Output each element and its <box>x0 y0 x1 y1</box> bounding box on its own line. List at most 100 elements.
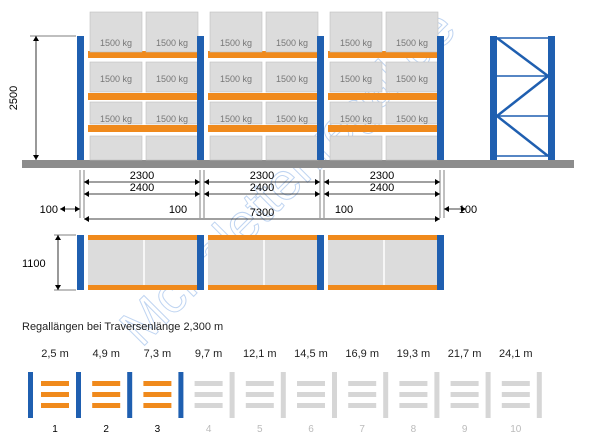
length-icon-upright <box>28 372 33 418</box>
caption: Regallängen bei Traversenlänge 2,300 m <box>22 321 224 333</box>
pallet-load <box>89 101 143 125</box>
length-option-number: 10 <box>510 424 522 435</box>
end-gap-label-mid2: 100 <box>335 204 353 216</box>
depth-arrow-bottom <box>55 285 61 290</box>
length-option-label: 19,3 m <box>397 348 431 360</box>
pallet-weight-label: 1500 kg <box>340 114 372 124</box>
beam <box>88 125 200 132</box>
length-icon-beam <box>501 392 530 397</box>
length-option-number: 3 <box>155 424 161 435</box>
plan-upright <box>77 235 84 290</box>
pallet-weight-label: 1500 kg <box>156 74 188 84</box>
length-icon-beam <box>450 392 479 397</box>
beam <box>328 93 440 100</box>
pallet-weight-label: 1500 kg <box>156 38 188 48</box>
pallet-weight-label: 1500 kg <box>220 74 252 84</box>
length-icon-beam <box>501 381 530 386</box>
length-icon-upright <box>76 372 81 418</box>
length-icon-beam <box>41 403 69 408</box>
total-length-dim-arrow-right <box>435 216 440 222</box>
length-option-label: 14,5 m <box>294 348 328 360</box>
length-icon-beam <box>194 403 223 408</box>
length-option-label: 21,7 m <box>448 348 482 360</box>
bay-width-dim-label: 2400 <box>130 182 154 194</box>
pallet-load <box>209 11 263 53</box>
length-icon-upright <box>536 372 542 418</box>
length-icon-beam <box>194 392 223 397</box>
beam-length-dim-label: 2300 <box>370 170 394 182</box>
length-option-label: 2,5 m <box>41 348 69 360</box>
end-gap-dim-left-arrow-left <box>60 206 65 212</box>
beam <box>328 51 440 58</box>
end-gap-dim-right-arrow-right <box>461 206 466 212</box>
length-icon-beam <box>194 381 223 386</box>
height-arrow-bottom <box>33 155 39 160</box>
length-icon-beam <box>143 381 172 386</box>
length-icon-beam <box>297 392 325 397</box>
pallet-load <box>385 135 439 161</box>
pallet-load <box>265 61 319 93</box>
length-option-label: 4,9 m <box>92 348 120 360</box>
pallet-weight-label: 1500 kg <box>276 114 308 124</box>
bay-width-dim-arrow-right <box>435 191 440 197</box>
length-icon-beam <box>92 381 121 386</box>
pallet-load <box>145 135 199 161</box>
length-icon-upright <box>280 372 286 418</box>
pallet-weight-label: 1500 kg <box>100 74 132 84</box>
length-icon-beam <box>399 403 428 408</box>
end-gap-dim-right-arrow-left <box>444 206 449 212</box>
end-gap-label-right: 100 <box>459 204 477 216</box>
floor-slab <box>22 160 574 168</box>
beam <box>208 51 320 58</box>
length-option-label: 12,1 m <box>243 348 277 360</box>
beam <box>208 125 320 132</box>
length-icon-beam <box>245 403 274 408</box>
pallet-load <box>385 11 439 53</box>
side-frame-brace <box>496 115 549 157</box>
length-option-label: 16,9 m <box>345 348 379 360</box>
length-icon-upright <box>485 372 491 418</box>
length-option-number: 7 <box>359 424 365 435</box>
beam-length-dim-arrow-left <box>204 179 209 185</box>
length-icon-beam <box>399 381 428 386</box>
length-icon-upright <box>434 372 440 418</box>
pallet-load <box>89 11 143 53</box>
side-frame-brace <box>496 75 549 117</box>
height-arrow-top <box>33 36 39 41</box>
length-icon-beam <box>450 381 479 386</box>
length-icon-beam <box>92 392 121 397</box>
beam <box>88 51 200 58</box>
height-label: 2500 <box>8 86 20 110</box>
pallet-load <box>329 11 383 53</box>
length-option-number: 8 <box>411 424 417 435</box>
bay-width-dim-label: 2400 <box>370 182 394 194</box>
plan-beam-front <box>88 235 200 240</box>
pallet-weight-label: 1500 kg <box>276 74 308 84</box>
total-length-dim-arrow-left <box>84 216 89 222</box>
pallet-weight-label: 1500 kg <box>396 74 428 84</box>
length-icon-beam <box>297 403 325 408</box>
pallet-weight-label: 1500 kg <box>220 38 252 48</box>
length-option-number: 5 <box>257 424 263 435</box>
pallet-load <box>89 61 143 93</box>
plan-beam-back <box>328 285 440 290</box>
plan-beam-back <box>88 285 200 290</box>
plan-beam-front <box>328 235 440 240</box>
pallet-weight-label: 1500 kg <box>220 114 252 124</box>
plan-upright <box>317 235 324 290</box>
side-frame-post-left <box>490 36 497 160</box>
length-icon-beam <box>143 392 172 397</box>
pallet-load <box>265 135 319 161</box>
pallet-load <box>329 135 383 161</box>
beam <box>208 93 320 100</box>
pallet-load <box>385 61 439 93</box>
pallet-weight-label: 1500 kg <box>396 114 428 124</box>
length-option-number: 9 <box>462 424 468 435</box>
pallet-load <box>329 61 383 93</box>
pallet-weight-label: 1500 kg <box>156 114 188 124</box>
pallet-load <box>89 135 143 161</box>
upright <box>437 36 444 160</box>
end-gap-dim-left-arrow-right <box>75 206 80 212</box>
pallet-load <box>209 135 263 161</box>
pallet-weight-label: 1500 kg <box>396 38 428 48</box>
